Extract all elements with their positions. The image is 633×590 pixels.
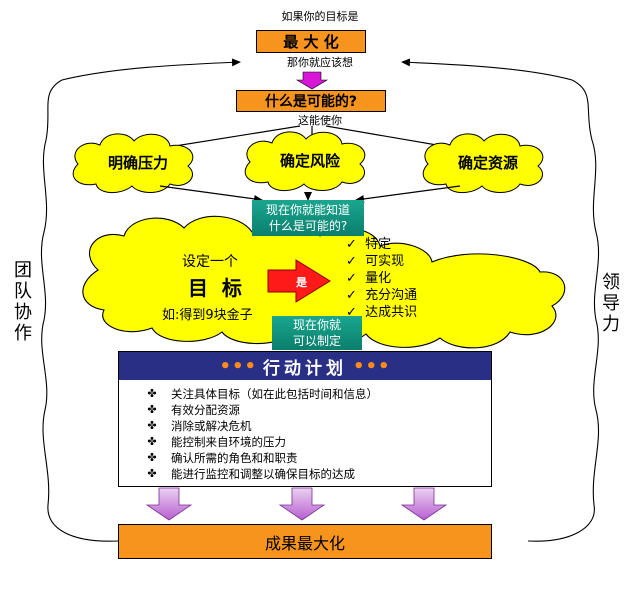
plan-prompt-box: 现在你就 可以制定 bbox=[272, 316, 362, 350]
criteria-item: ✓ 量化 bbox=[346, 271, 392, 286]
action-plan-title-bar: ••• 行动计划 ••• bbox=[119, 352, 491, 380]
goal-example: 如:得到9块金子 bbox=[162, 308, 253, 323]
side-label-leadership: 领 导 力 bbox=[602, 272, 620, 335]
bullet-icon: ✤ bbox=[147, 451, 157, 464]
plan-prompt-line1: 现在你就 bbox=[292, 318, 341, 332]
arrow-cloud-right-to-know bbox=[355, 185, 461, 203]
goal-title: 目 标 bbox=[188, 276, 242, 300]
list-item: ✤有效分配资源 bbox=[141, 402, 491, 418]
red-arrow-label: 是 bbox=[296, 276, 307, 289]
check-icon: ✓ bbox=[346, 305, 357, 320]
criteria-item: ✓ 可实现 bbox=[346, 254, 405, 269]
magenta-down-arrow bbox=[295, 71, 329, 90]
cloud-label-resources: 确定资源 bbox=[457, 154, 518, 172]
then-text: 那你就应该想 bbox=[287, 56, 353, 69]
possible-label: 什么是可能的? bbox=[264, 94, 358, 110]
plan-prompt-line2: 可以制定 bbox=[292, 334, 341, 348]
maximize-label: 最 大 化 bbox=[283, 33, 339, 51]
know-box: 现在你就能知道 什么是可能的? bbox=[252, 200, 364, 236]
check-icon: ✓ bbox=[346, 288, 357, 303]
list-item: ✤确认所需的角色和和职责 bbox=[141, 450, 491, 466]
dots-right: ••• bbox=[353, 355, 391, 377]
cloud-left-shape bbox=[72, 133, 194, 193]
action-plan-title: 行动计划 bbox=[263, 358, 347, 379]
arrow-cloud-left-to-know bbox=[159, 185, 263, 203]
purple-arrow-mid bbox=[278, 487, 326, 521]
bullet-icon: ✤ bbox=[147, 435, 157, 448]
check-icon: ✓ bbox=[346, 237, 357, 252]
criteria-list: ✓ 特定 ✓ 可实现 ✓ 量化 ✓ 充分沟通 ✓ 达成共识 bbox=[346, 236, 417, 321]
action-plan-list: ✤关注具体目标（如在此包括时间和信息） ✤有效分配资源 ✤消除或解决危机 ✤能控… bbox=[119, 380, 491, 482]
criteria-item: ✓ 充分沟通 bbox=[346, 288, 418, 303]
possible-box: 什么是可能的? bbox=[236, 90, 386, 112]
goal-set-text: 设定一个 bbox=[182, 254, 238, 270]
purple-arrow-left bbox=[145, 487, 193, 521]
left-feedback-frame bbox=[40, 58, 241, 542]
know-line2: 什么是可能的? bbox=[268, 219, 348, 233]
dots-left: ••• bbox=[219, 355, 257, 377]
enables-text: 这能使你 bbox=[298, 114, 342, 127]
maximize-box: 最 大 化 bbox=[256, 30, 366, 53]
right-feedback-frame bbox=[401, 58, 600, 542]
check-icon: ✓ bbox=[346, 271, 357, 286]
cloud-right-shape bbox=[422, 133, 544, 193]
side-label-teamwork: 团 队 协 作 bbox=[14, 260, 32, 344]
criteria-item: ✓ 特定 bbox=[346, 237, 392, 252]
criteria-item: ✓ 达成共识 bbox=[346, 305, 418, 320]
list-item: ✤能进行监控和调整以确保目标的达成 bbox=[141, 466, 491, 482]
red-arrow-shape bbox=[267, 259, 331, 303]
bullet-icon: ✤ bbox=[147, 403, 157, 416]
list-item: ✤消除或解决危机 bbox=[141, 418, 491, 434]
purple-arrow-right bbox=[400, 487, 448, 521]
result-label: 成果最大化 bbox=[264, 533, 345, 553]
bullet-icon: ✤ bbox=[147, 419, 157, 432]
result-box: 成果最大化 bbox=[118, 524, 492, 559]
bullet-icon: ✤ bbox=[147, 467, 157, 480]
cloud-label-pressure: 明确压力 bbox=[107, 154, 168, 172]
cloud-label-risk: 确定风险 bbox=[279, 152, 340, 170]
intro-text: 如果你的目标是 bbox=[281, 10, 359, 23]
list-item: ✤关注具体目标（如在此包括时间和信息） bbox=[141, 386, 491, 402]
list-item: ✤能控制来自环境的压力 bbox=[141, 434, 491, 450]
cloud-mid-shape bbox=[244, 131, 366, 191]
bullet-icon: ✤ bbox=[147, 387, 157, 400]
know-line1: 现在你就能知道 bbox=[265, 203, 350, 217]
check-icon: ✓ bbox=[346, 254, 357, 269]
action-plan-panel: ••• 行动计划 ••• ✤关注具体目标（如在此包括时间和信息） ✤有效分配资源… bbox=[118, 351, 492, 487]
